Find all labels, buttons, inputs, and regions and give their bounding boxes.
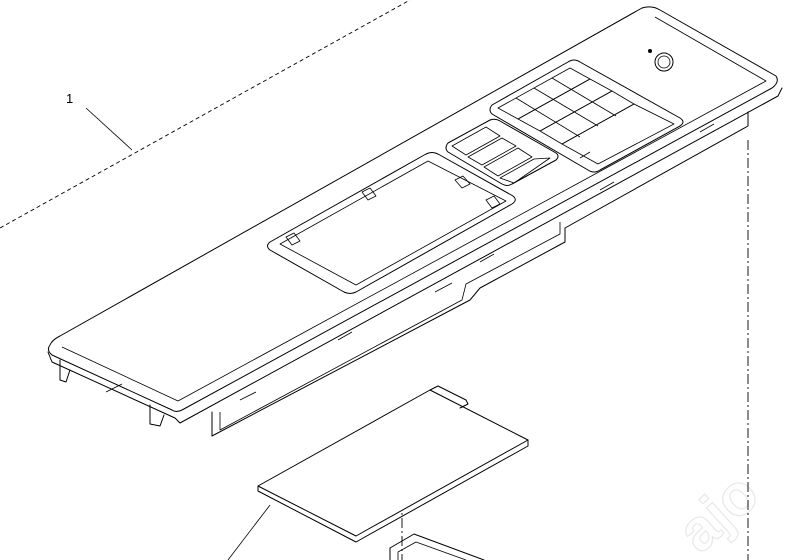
function-key-row: [445, 118, 559, 186]
keypad-key-row: [561, 103, 675, 165]
display-window-clip: [361, 187, 377, 201]
cover-slot: [699, 123, 715, 133]
cover-skirt-edge: [219, 222, 561, 431]
function-key-frame: [445, 118, 559, 186]
cover-slot: [599, 181, 615, 191]
power-button-ring: [654, 52, 674, 72]
cover-left-tab: [59, 359, 71, 383]
keypad-key-column: [515, 97, 581, 138]
cover-slot: [337, 331, 353, 341]
cover-slot: [434, 282, 453, 293]
keypad-frame: [489, 59, 684, 173]
keypad-key-column: [551, 77, 617, 117]
display-plate: [227, 385, 529, 560]
cover-top-surface: [47, 6, 778, 412]
display-window-inner: [279, 160, 507, 286]
cover-slot: [239, 391, 257, 401]
dashed-assembly-line: [0, 0, 411, 229]
power-button: [648, 49, 674, 72]
callout-1-label: 1: [66, 91, 73, 106]
numeric-keypad: [489, 59, 684, 173]
keypad-key-column: [533, 87, 599, 127]
cover-front-edge: [47, 87, 783, 424]
display-window-clip: [485, 195, 501, 209]
cover-slot: [105, 383, 123, 393]
watermark: ajo: [665, 460, 772, 560]
cover-front-tab: [149, 404, 165, 427]
display-plate-leader: [227, 504, 271, 560]
function-key: [499, 157, 551, 184]
function-key: [483, 147, 533, 177]
keypad-key-column: [579, 151, 591, 159]
cover-slot: [479, 253, 495, 263]
watermark-text: ajo: [665, 460, 771, 560]
function-key: [451, 126, 501, 156]
cover-rear-skirt: [211, 111, 749, 437]
lower-bracket-partial: [389, 533, 485, 560]
callout-1-leader: [85, 107, 133, 151]
display-window-clip: [285, 232, 301, 246]
display-plate-top: [257, 389, 529, 537]
control-panel-cover: [47, 6, 783, 437]
display-plate-edge: [257, 439, 529, 543]
power-button-face: [657, 55, 671, 69]
lower-bracket-outline: [389, 533, 485, 560]
display-window-outer: [267, 152, 516, 294]
power-led: [648, 49, 652, 53]
display-plate-tab: [429, 385, 469, 409]
function-key: [467, 137, 517, 166]
cover-bevel-line: [61, 16, 767, 402]
callout-1: 1: [0, 0, 411, 229]
lower-bracket-inner: [397, 541, 467, 560]
display-window-clip: [454, 175, 471, 189]
